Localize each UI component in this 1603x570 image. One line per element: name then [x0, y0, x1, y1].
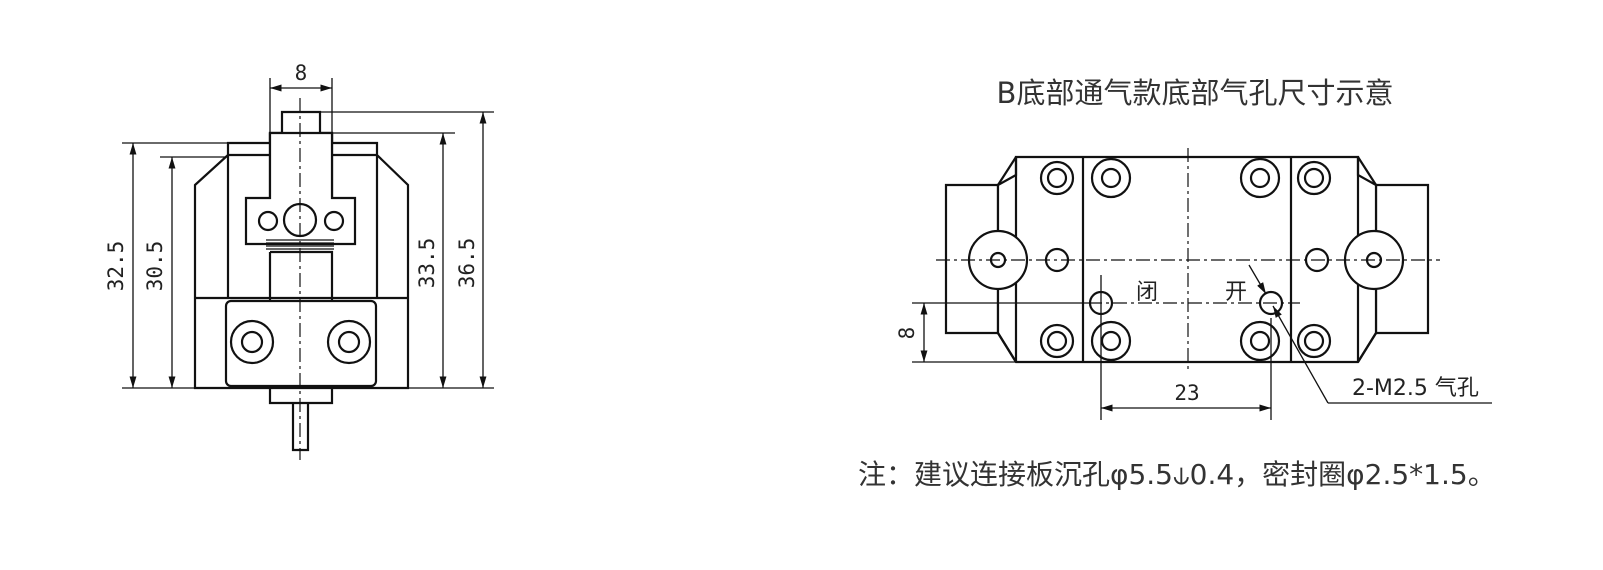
dim-spacing-label: 23: [1174, 381, 1199, 405]
dim-height-30-5: 30.5: [143, 156, 228, 388]
left-view: 8 32.5 30.5 33.5 36.5: [104, 61, 494, 460]
dim-height-33-5: 33.5: [332, 132, 494, 389]
drawing-note: 注：建议连接板沉孔φ5.5⫝0.4，密封圈φ2.5*1.5。: [858, 458, 1496, 491]
dim-h4-label: 36.5: [455, 238, 479, 289]
right-view-title: B底部通气款底部气孔尺寸示意: [997, 76, 1394, 110]
hole-callout-leader: 2-M2.5 气孔: [1248, 264, 1492, 404]
left-cross-block: [244, 131, 357, 246]
right-right-chamfer-top: [1357, 156, 1377, 186]
right-left-chamfer-top: [997, 156, 1017, 186]
dim-offset-8: 8: [895, 302, 1088, 363]
left-base-block: [224, 299, 378, 388]
left-cross-hole-left: [257, 210, 279, 232]
left-lower-stem: [268, 250, 334, 301]
dim-h1-label: 32.5: [104, 241, 128, 292]
dim-height-36-5: 36.5: [320, 111, 494, 388]
left-bottom-foot: [268, 388, 334, 405]
left-base-hole-left-outer: [229, 319, 275, 365]
label-closed: 闭: [1136, 280, 1158, 305]
dim-height-32-5: 32.5: [104, 142, 228, 389]
hole-callout-label: 2-M2.5 气孔: [1352, 376, 1479, 401]
right-left-flange: [944, 183, 998, 335]
left-base-hole-left-inner: [240, 330, 264, 354]
right-right-chamfer-bot: [1357, 332, 1377, 363]
right-mount-holes: [1039, 157, 1332, 362]
dim-h2-label: 30.5: [143, 241, 167, 292]
right-view: B底部通气款底部气孔尺寸示意: [895, 76, 1492, 420]
dim-spacing-23: 23: [1100, 275, 1272, 420]
dim-offset-label: 8: [895, 327, 919, 340]
dim-top-width-label: 8: [295, 61, 308, 85]
dim-top-width: 8: [269, 61, 333, 133]
left-base-hole-right-inner: [337, 330, 361, 354]
right-left-chamfer-bot: [997, 332, 1017, 363]
right-right-flange: [1376, 183, 1430, 335]
dim-h3-label: 33.5: [415, 238, 439, 289]
label-open: 开: [1225, 280, 1247, 305]
left-cross-hole-right: [323, 210, 345, 232]
left-base-hole-right-outer: [326, 319, 372, 365]
